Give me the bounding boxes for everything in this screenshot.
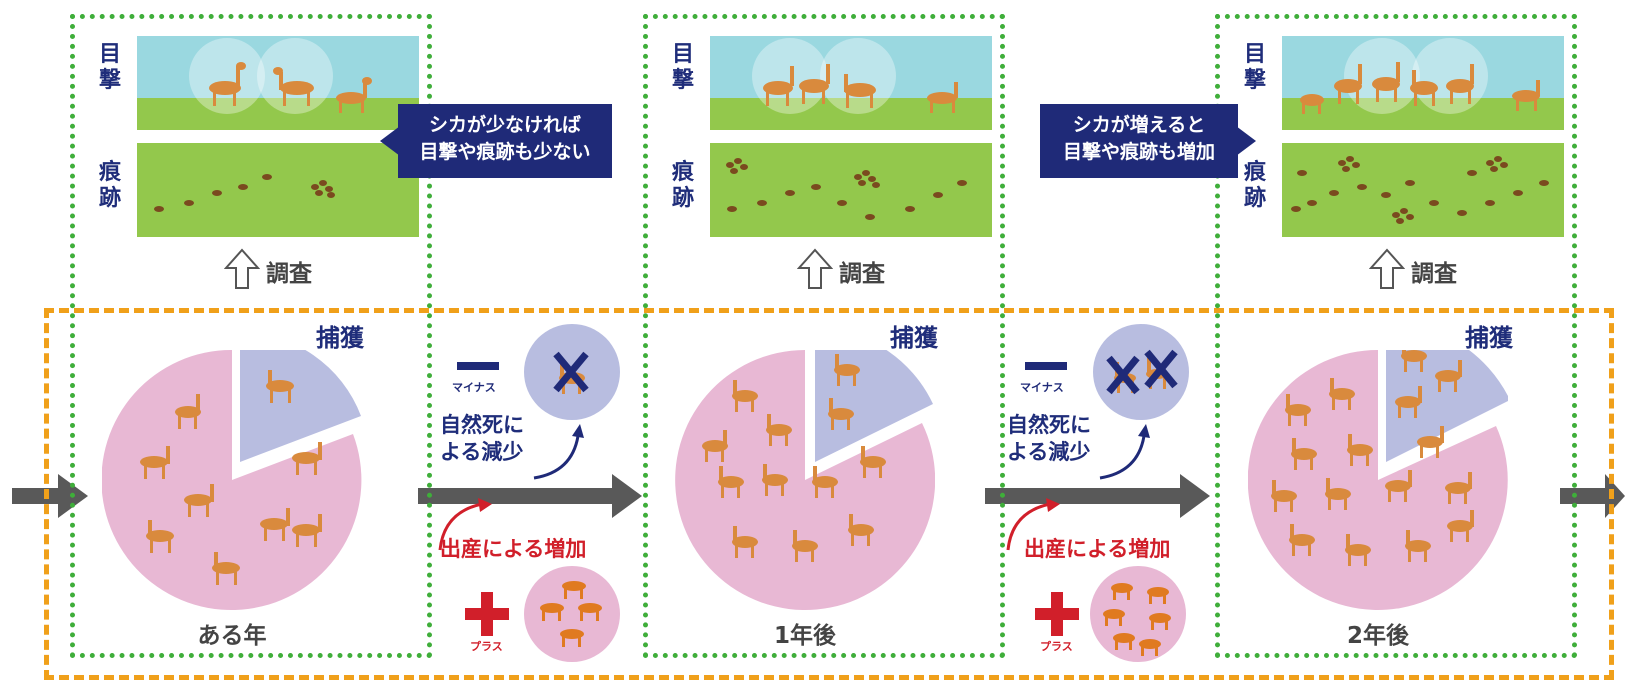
year-label: 2年後 xyxy=(1346,623,1409,649)
survey-arrow-icon xyxy=(1369,248,1405,289)
decrease-curve-arrow xyxy=(533,424,584,480)
minus-icon xyxy=(1025,362,1067,370)
callout-pointer xyxy=(380,126,400,156)
sighting-panel xyxy=(710,36,992,130)
sighting-label: 目撃 xyxy=(1243,42,1266,93)
capture-label: 捕獲 xyxy=(1465,324,1513,352)
minus-icon xyxy=(457,362,499,370)
decrease-curve-arrow xyxy=(1099,424,1150,480)
cross-icon xyxy=(553,351,589,393)
year-label: 1年後 xyxy=(773,623,836,649)
trace-panel xyxy=(710,143,992,237)
capture-label: 捕獲 xyxy=(316,324,364,352)
trace-panel xyxy=(137,143,419,237)
callout-few-deer: シカが少なければ 目撃や痕跡も少ない xyxy=(398,104,612,178)
plus-label: プラス xyxy=(1040,640,1073,653)
birth-increase-label: 出産による増加 xyxy=(1024,537,1171,561)
fawn-circle xyxy=(524,566,620,662)
plus-label: プラス xyxy=(470,640,503,653)
dead-deer-circle xyxy=(524,324,620,420)
sighting-panel xyxy=(137,36,419,130)
callout-pointer xyxy=(1236,126,1256,156)
sighting-label: 目撃 xyxy=(98,42,121,93)
callout-text: シカが少なければ 目撃や痕跡も少ない xyxy=(419,114,591,163)
flow-arrow-stage1-to-stage2 xyxy=(418,474,642,518)
survey-label: 調査 xyxy=(839,261,885,287)
population-pie-2 xyxy=(675,350,935,610)
capture-label: 捕獲 xyxy=(890,324,938,352)
survey-arrow-icon xyxy=(797,248,833,289)
sighting-label: 目撃 xyxy=(671,42,694,93)
dead-deer-circle xyxy=(1093,324,1189,420)
cross-icon xyxy=(1106,349,1178,395)
trace-label: 痕跡 xyxy=(1243,160,1266,211)
year-label: ある年 xyxy=(197,623,267,649)
population-frame xyxy=(44,308,1614,680)
plus-icon xyxy=(465,592,509,636)
survey-arrow-icon xyxy=(224,248,260,289)
survey-label: 調査 xyxy=(1411,261,1457,287)
natural-death-label: 自然死に よる減少 xyxy=(1007,413,1091,464)
survey-frame-1 xyxy=(70,14,432,658)
birth-increase-label: 出産による増加 xyxy=(440,537,587,561)
population-pie-3 xyxy=(1248,350,1508,610)
plus-icon xyxy=(1035,592,1079,636)
minus-label: マイナス xyxy=(1020,381,1064,394)
flow-arrow-stage2-to-stage3 xyxy=(985,474,1210,518)
trace-panel xyxy=(1282,143,1564,237)
survey-frame-2 xyxy=(643,14,1005,658)
survey-frame-3 xyxy=(1215,14,1577,658)
survey-label: 調査 xyxy=(266,261,312,287)
minus-label: マイナス xyxy=(452,381,496,394)
natural-death-label: 自然死に よる減少 xyxy=(440,413,524,464)
sighting-panel xyxy=(1282,36,1564,130)
callout-text: シカが増えると 目撃や痕跡も増加 xyxy=(1062,114,1215,163)
callout-more-deer: シカが増えると 目撃や痕跡も増加 xyxy=(1040,104,1238,178)
increase-curve-arrow xyxy=(438,498,492,551)
trace-label: 痕跡 xyxy=(98,160,121,211)
fawn-circle xyxy=(1090,566,1186,662)
trace-label: 痕跡 xyxy=(671,160,694,211)
increase-curve-arrow xyxy=(1006,498,1060,551)
population-pie-1 xyxy=(102,350,362,610)
